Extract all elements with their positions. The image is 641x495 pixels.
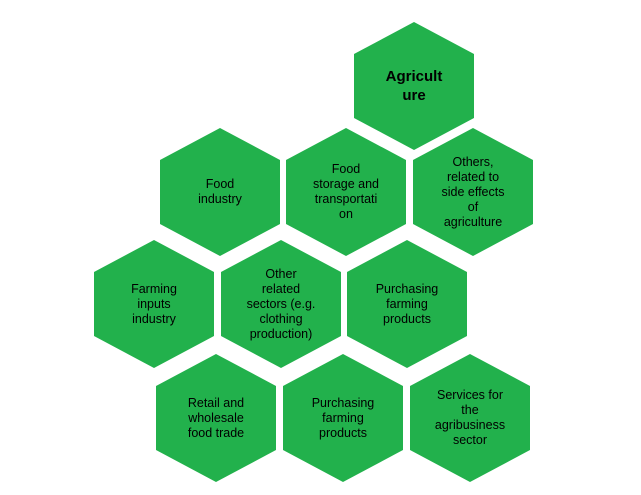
hexagon-others-side-effects-label: Others, related to side effects of agric…: [441, 154, 505, 229]
hexagon-purchasing-farming-products-2-label: Purchasing farming products: [311, 395, 375, 440]
hexagon-agriculture: Agricult ure: [354, 22, 474, 150]
hexagon-retail-wholesale: Retail and wholesale food trade: [156, 354, 276, 482]
hexagon-food-storage: Food storage and transportati on: [286, 128, 406, 256]
hexagon-purchasing-farming-products-1: Purchasing farming products: [347, 240, 467, 368]
hexagon-food-industry: Food industry: [160, 128, 280, 256]
hexagon-services-agribusiness-label: Services for the agribusiness sector: [434, 388, 506, 447]
hexagon-purchasing-farming-products-2: Purchasing farming products: [283, 354, 403, 482]
hexagon-other-related-sectors-label: Other related sectors (e.g. clothing pro…: [246, 266, 316, 341]
hexagon-other-related-sectors: Other related sectors (e.g. clothing pro…: [221, 240, 341, 368]
hexagon-others-side-effects: Others, related to side effects of agric…: [413, 128, 533, 256]
hexagon-food-storage-label: Food storage and transportati on: [312, 162, 380, 221]
hexagon-farming-inputs-label: Farming inputs industry: [131, 281, 177, 326]
hexagon-agriculture-label: Agricult ure: [385, 68, 443, 104]
hexagon-retail-wholesale-label: Retail and wholesale food trade: [187, 395, 245, 440]
hexagon-farming-inputs: Farming inputs industry: [94, 240, 214, 368]
hexagon-purchasing-farming-products-1-label: Purchasing farming products: [375, 281, 439, 326]
hexagon-services-agribusiness: Services for the agribusiness sector: [410, 354, 530, 482]
hexagon-food-industry-label: Food industry: [198, 177, 242, 206]
